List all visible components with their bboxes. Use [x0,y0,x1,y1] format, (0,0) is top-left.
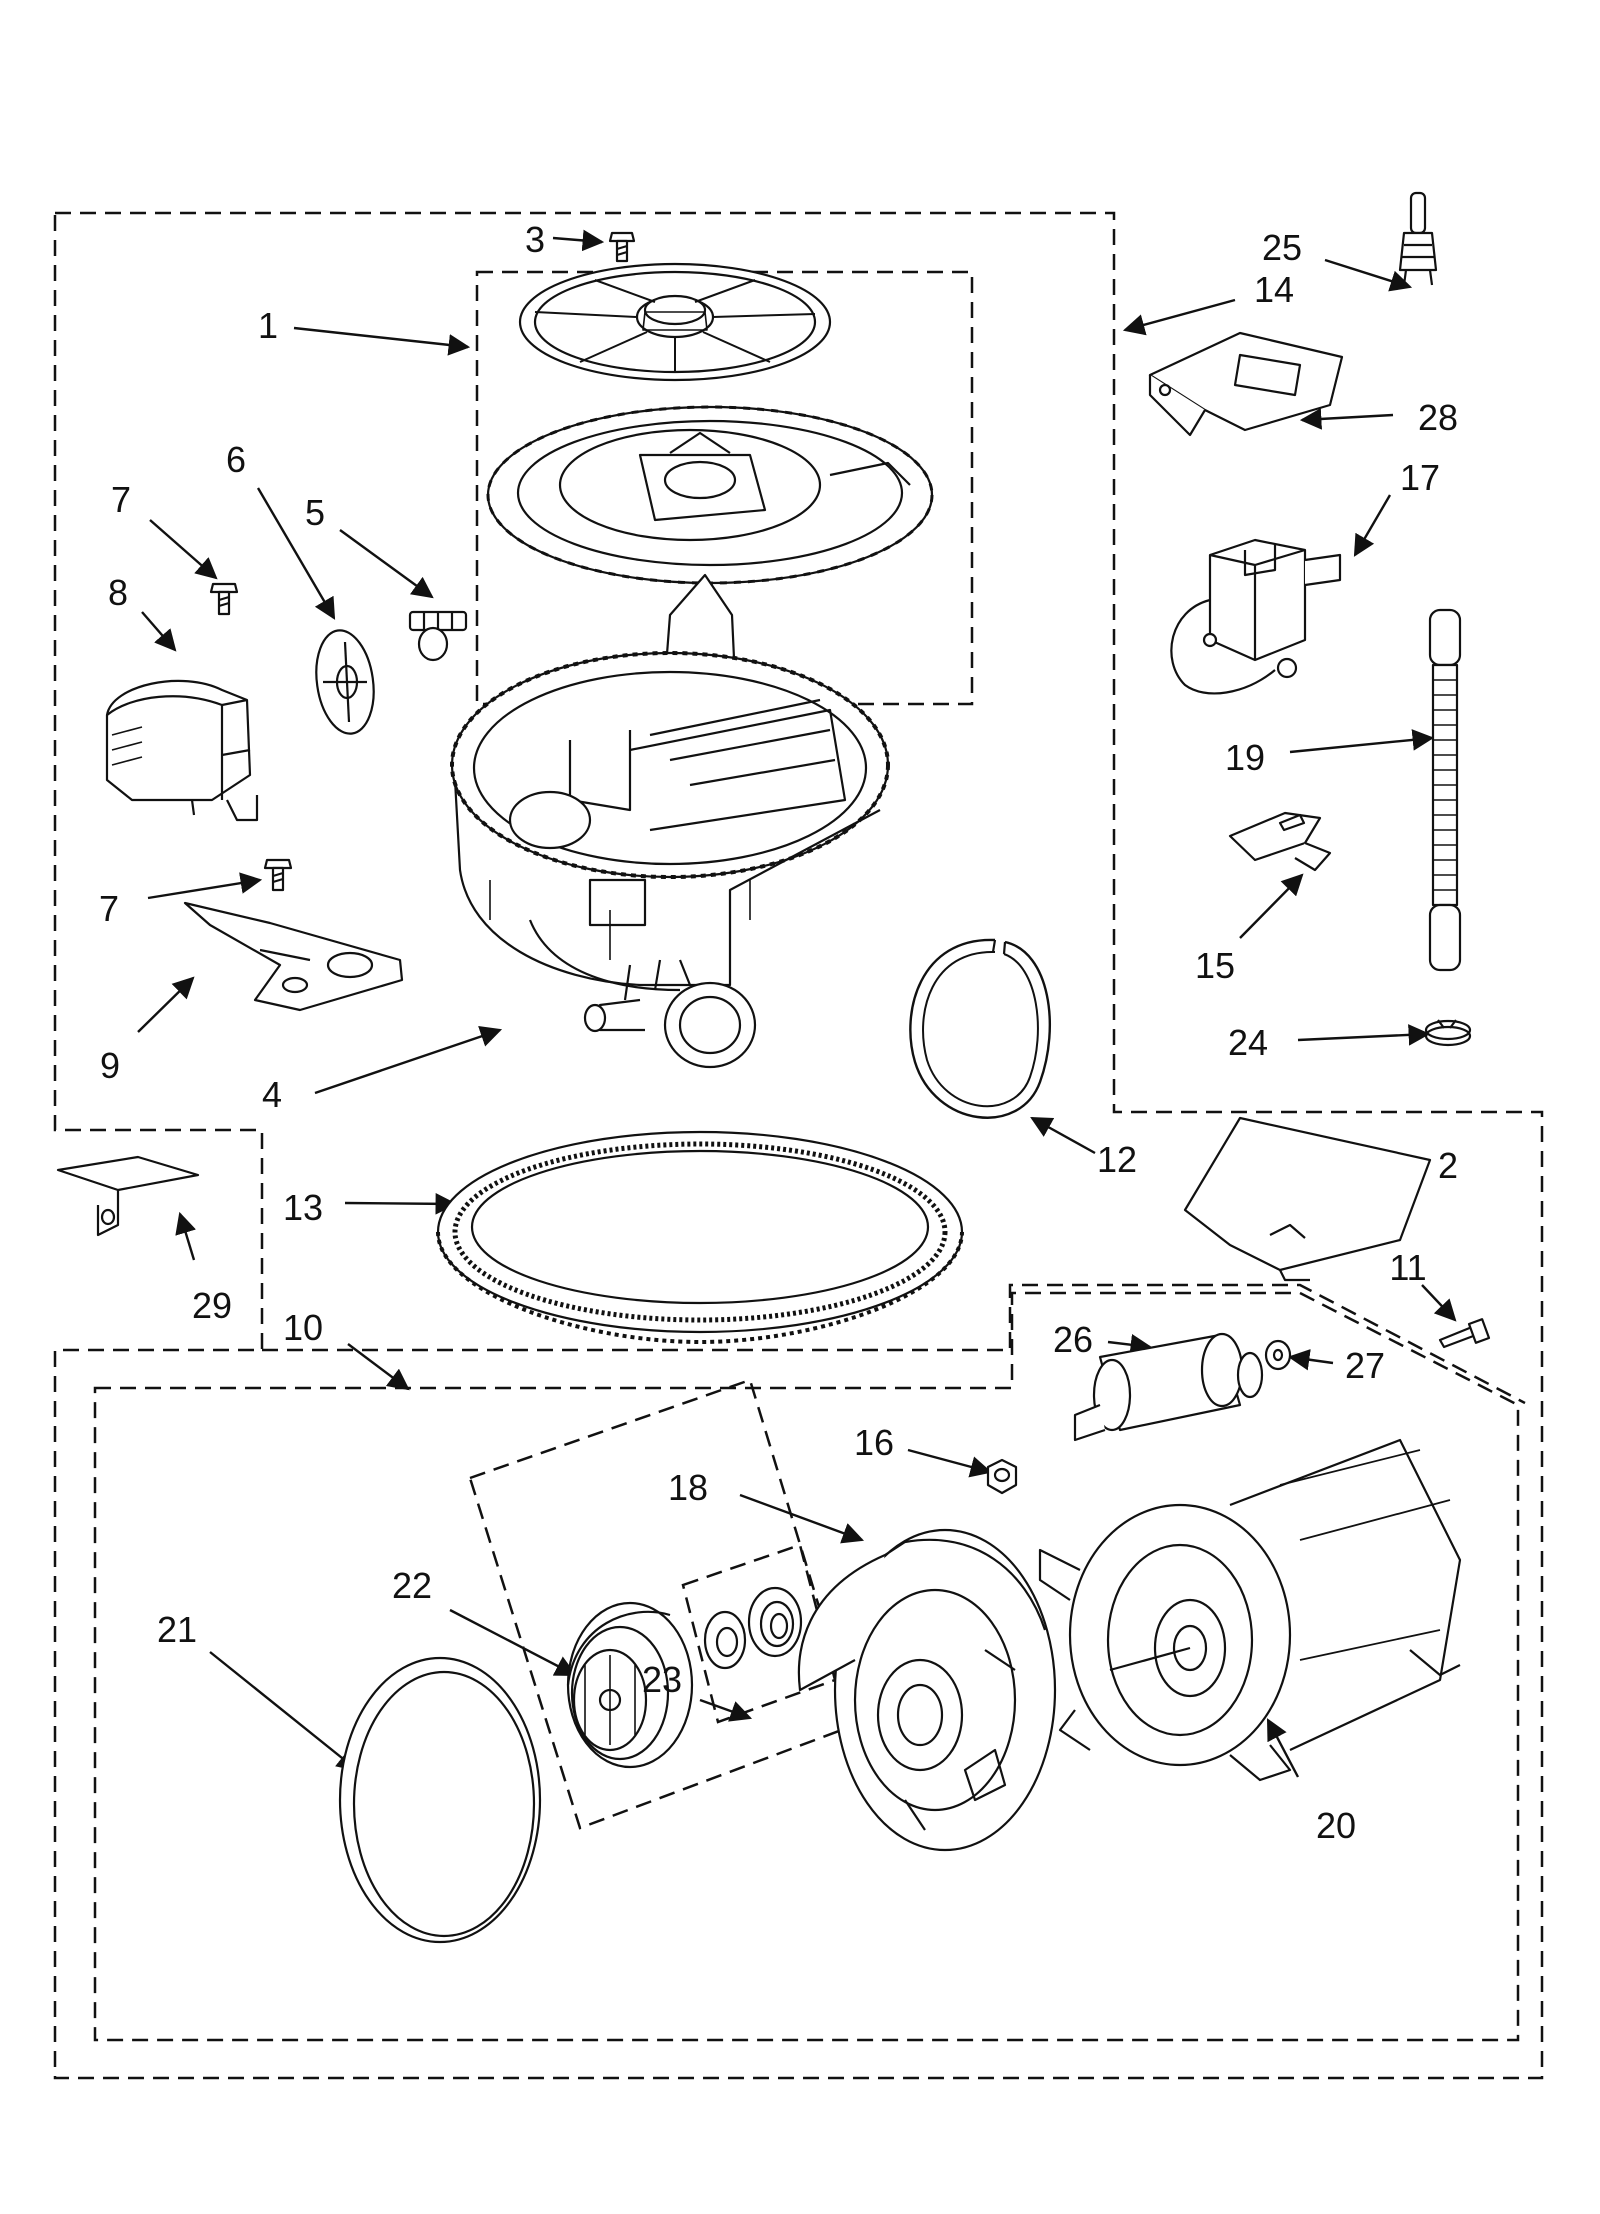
part-disk [315,629,375,735]
part-drain-pump [1073,1332,1264,1442]
part-shield-plate [183,901,404,1012]
part-diverter-motor [1170,538,1342,695]
parts [56,191,1491,1944]
leader-arrows [137,229,1457,1778]
part-filter-cover [518,262,832,382]
part-circulation-motor [1038,1438,1462,1782]
callout-27: 27 [1345,1345,1385,1386]
callout-19: 19 [1225,737,1265,778]
part-sump-body [450,651,890,1069]
part-screw-upper [209,582,239,616]
part-seal-kit-impeller [566,1601,694,1769]
callout-10: 10 [283,1307,323,1348]
part-bracket [56,1155,200,1237]
part-seal-small [703,1610,747,1670]
callout-14: 14 [1254,269,1294,310]
callout-18: 18 [668,1467,708,1508]
part-filter-housing [486,405,934,690]
callout-5: 5 [305,492,325,533]
callout-15: 15 [1195,945,1235,986]
callout-9: 9 [100,1045,120,1086]
callout-20: 20 [1316,1805,1356,1846]
part-washer [1264,1339,1292,1371]
part-hose [1428,608,1462,972]
callout-7b: 7 [99,888,119,929]
part-sensor-housing [105,679,259,822]
part-impeller-housing [797,1528,1057,1852]
part-cover-plate [1148,331,1344,437]
part-clamp [1424,1019,1472,1047]
part-screw-lower [263,858,293,892]
callout-24: 24 [1228,1022,1268,1063]
main-assembly-boundary [53,211,1544,2080]
callout-11: 11 [1389,1247,1426,1288]
callout-26: 26 [1053,1319,1093,1360]
motor-assembly-boundary [93,1291,1520,2042]
callout-23: 23 [642,1659,682,1700]
callout-8: 8 [108,572,128,613]
filter-assembly-boundary [475,270,974,706]
callout-labels: 1 2 3 4 5 6 7 7 8 9 10 11 12 13 14 15 16… [99,219,1458,1846]
part-latch-clip [1228,811,1332,872]
callout-17: 17 [1400,457,1440,498]
callout-29: 29 [192,1285,232,1326]
part-insulation-sheet [1183,1116,1432,1282]
callout-3: 3 [525,219,545,260]
callout-22: 22 [392,1565,432,1606]
part-o-ring [338,1656,542,1944]
callout-16: 16 [854,1422,894,1463]
callout-2: 2 [1438,1145,1458,1186]
part-seal-large [747,1586,803,1658]
part-gasket-ring [909,938,1051,1119]
part-screw-top [608,231,636,263]
callout-12: 12 [1097,1139,1137,1180]
part-screw-side [1438,1318,1491,1349]
part-nut [986,1458,1018,1495]
callout-6: 6 [226,439,246,480]
part-seal-ring [436,1130,964,1344]
callout-13: 13 [283,1187,323,1228]
callout-28: 28 [1418,397,1458,438]
part-sensor [1398,191,1438,286]
callout-21: 21 [157,1609,197,1650]
callout-25: 25 [1262,227,1302,268]
lower-region-divider [262,1283,1526,1405]
callout-7a: 7 [111,479,131,520]
callout-4: 4 [262,1074,282,1115]
callout-1: 1 [258,305,278,346]
part-clip [408,610,468,662]
